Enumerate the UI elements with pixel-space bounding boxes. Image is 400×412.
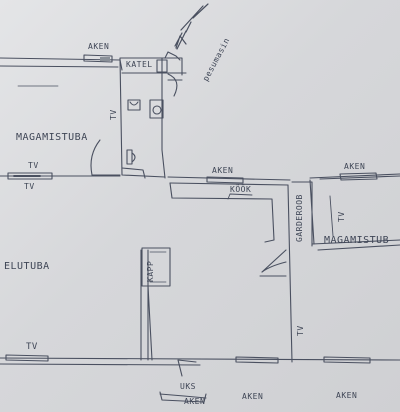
window-top xyxy=(83,54,113,63)
washing-machine xyxy=(167,73,183,97)
cabinet xyxy=(140,247,171,361)
entrance-door xyxy=(177,359,197,377)
label-tv-bottom: TV xyxy=(26,342,38,352)
label-kapp: KAPP xyxy=(146,260,155,282)
label-aken-bottom-2: AKEN xyxy=(336,391,358,400)
tv-unit-left xyxy=(7,172,53,180)
electric-line-icon xyxy=(174,3,209,50)
bedroom-door-arc xyxy=(90,139,121,176)
window-right xyxy=(339,172,378,181)
label-magamistuba-right: MAGAMISTUB xyxy=(324,235,390,246)
boiler xyxy=(156,59,168,73)
window-bottom-1 xyxy=(235,356,279,364)
label-tv-left-a: TV xyxy=(28,161,39,170)
right-bedroom-wall xyxy=(311,239,400,251)
label-elutuba: ELUTUBA xyxy=(4,261,50,272)
label-kook: KÖÖK xyxy=(230,185,252,194)
tv-unit-bottom xyxy=(5,354,49,362)
living-room-wall xyxy=(147,285,153,361)
label-magamistuba-left: MAGAMISTUBA xyxy=(16,132,88,143)
mid-wall-kitchen xyxy=(167,176,291,186)
bathroom-outline xyxy=(119,57,187,179)
label-katel: KATEL xyxy=(126,60,153,69)
basin xyxy=(149,99,164,119)
wardrobe-walls xyxy=(287,179,315,363)
label-tv-door: TV xyxy=(296,325,305,336)
toilet xyxy=(126,149,136,165)
kitchen-counter xyxy=(169,182,275,243)
label-garderoob: GARDEROOB xyxy=(295,194,304,242)
label-uks: UKS xyxy=(180,382,196,391)
hall-door-arc xyxy=(259,249,287,277)
label-aken-bottom-3: AKEN xyxy=(184,397,206,406)
window-bottom-2 xyxy=(323,356,371,364)
sink xyxy=(127,99,141,111)
tv-right-unit xyxy=(329,195,334,237)
bathroom-top-right xyxy=(164,51,181,61)
bottom-wall xyxy=(0,357,400,366)
right-wall xyxy=(309,173,400,180)
label-aken-right: AKEN xyxy=(344,162,366,171)
label-tv-left-b: TV xyxy=(24,182,35,191)
label-aken-bottom-1: AKEN xyxy=(242,392,264,401)
door-threshold xyxy=(159,391,207,403)
window-mid xyxy=(206,176,244,184)
label-tv-right: TV xyxy=(337,211,346,222)
label-aken-top: AKEN xyxy=(88,42,110,51)
label-tv-bath: TV xyxy=(109,109,118,120)
label-aken-mid: AKEN xyxy=(212,166,234,175)
